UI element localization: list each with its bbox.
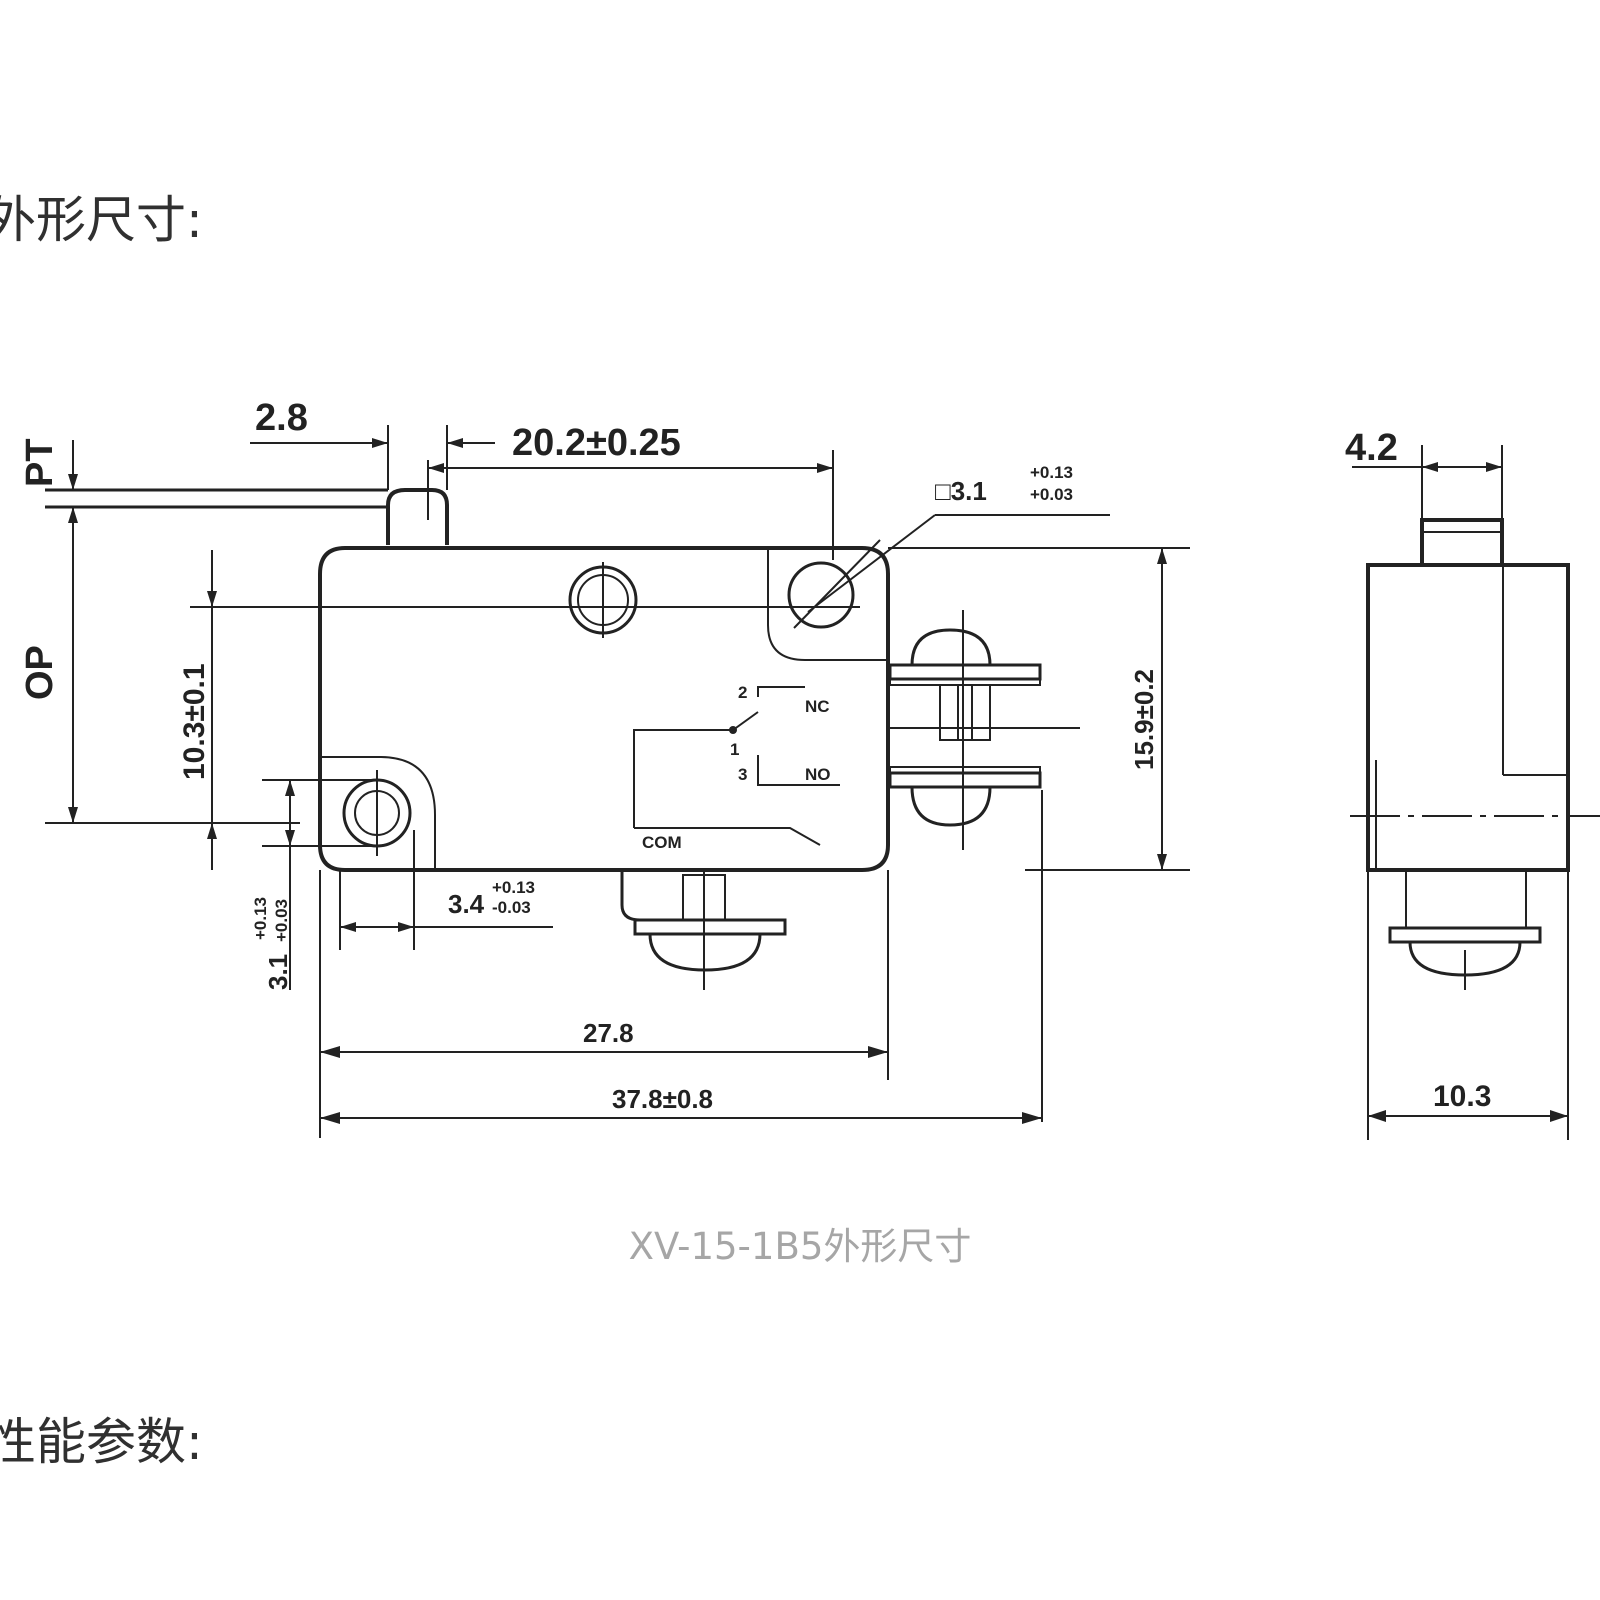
mounting-hole-top-right [787,561,855,629]
dim-mount-hole-tol-minus: +0.03 [1030,485,1073,504]
switch-body [318,546,890,872]
dim-hole-diameter-tol2: +0.03 [272,899,291,942]
figure-caption: XV-15-1B5外形尺寸 [628,1225,972,1268]
terminal-pin-1: 1 [730,740,739,759]
front-view: 2 1 3 NC NO COM [45,488,1080,990]
dim-side-body-width: 10.3 [1433,1080,1491,1113]
terminal-com-label: COM [642,833,682,852]
switch-schematic: 2 1 3 NC NO COM [633,683,840,852]
performance-params-heading: 性能参数: [0,1413,203,1471]
dim-body-height: 15.9±0.2 [1129,669,1159,770]
dim-overall-length: 37.8±0.8 [612,1084,713,1114]
terminal-pin-3: 3 [738,765,747,784]
dim-op-label: OP [19,645,61,700]
dim-mount-hole-square: □3.1 [935,476,987,506]
dim-hole-diameter-tol: +0.13 [251,897,270,940]
terminal-pin-2: 2 [738,683,747,702]
front-view-dimensions: 2.8 20.2±0.25 PT OP 10.3±0.1 [19,397,1190,1138]
dim-lever-width: 2.8 [255,397,308,439]
dim-hole-height: 10.3±0.1 [178,663,211,780]
terminal-no-label: NO [805,765,831,784]
terminal-nc-label: NC [805,697,830,716]
terminal-screw-bottom [620,870,787,990]
terminal-screws-right [888,610,1080,850]
dim-hole-spacing: 27.8 [583,1018,634,1048]
side-view: 4.2 10.3 [1345,427,1600,1140]
dim-hole-offset: 3.4 [448,889,485,919]
dim-side-actuator-width: 4.2 [1345,427,1398,469]
dim-pt-label: PT [19,438,61,487]
side-view-body [1366,563,1570,872]
actuator-plunger [386,488,449,545]
dim-hole-offset-tol-minus: -0.03 [492,898,531,917]
outline-dimensions-heading: 外形尺寸: [0,191,203,249]
dim-hole-offset-tol-plus: +0.13 [492,878,535,897]
dim-hole-diameter: 3.1 [263,954,293,990]
dim-mount-hole-tol-plus: +0.13 [1030,463,1073,482]
dim-actuator-position: 20.2±0.25 [512,422,681,464]
